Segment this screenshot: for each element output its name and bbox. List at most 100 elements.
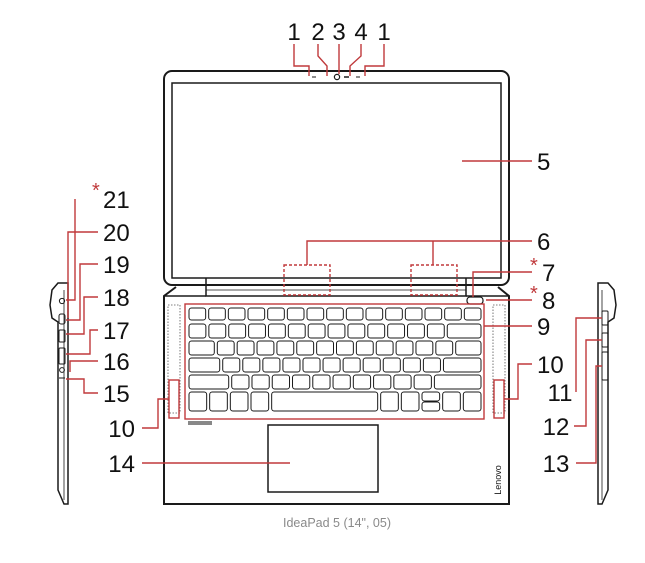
key: [222, 357, 241, 373]
callout-20: 20: [103, 220, 130, 247]
callout-9: 9: [537, 314, 550, 341]
callout-4: 4: [354, 19, 367, 46]
laptop-display: [163, 70, 510, 286]
key: [227, 307, 246, 321]
key: [267, 323, 286, 339]
callout-14: 14: [108, 451, 135, 478]
key: [421, 391, 441, 402]
key: [380, 391, 399, 412]
key: [387, 323, 406, 339]
key: [209, 391, 228, 412]
key: [271, 374, 291, 390]
key: [385, 307, 403, 321]
callout-12: 12: [543, 414, 570, 441]
key: [421, 401, 441, 412]
key: [332, 374, 351, 390]
key: [276, 340, 295, 356]
callout-6: 6: [537, 229, 550, 256]
key: [306, 307, 325, 321]
callout-10-left: 10: [108, 416, 135, 443]
key: [400, 391, 420, 412]
key: [373, 374, 392, 390]
key: [367, 323, 386, 339]
callout-17: 17: [103, 318, 130, 345]
key: [242, 357, 261, 373]
key: [188, 307, 207, 321]
key: [435, 340, 454, 356]
key: [462, 391, 482, 412]
callout-11: 11: [548, 380, 573, 407]
small-logo: [188, 421, 212, 425]
asterisk-7: *: [530, 255, 538, 277]
key: [442, 357, 482, 373]
key: [286, 307, 305, 321]
callout-21: 21: [103, 187, 130, 214]
key: [433, 374, 482, 390]
card-slot-13: [601, 351, 609, 381]
key: [307, 323, 326, 339]
key: [355, 340, 374, 356]
key: [375, 340, 394, 356]
callout-2: 2: [311, 19, 324, 46]
key: [382, 357, 401, 373]
key: [316, 340, 334, 356]
callout-16: 16: [103, 349, 130, 376]
key: [262, 357, 281, 373]
key: [336, 340, 354, 356]
hinge: [205, 278, 467, 297]
key: [188, 357, 221, 373]
key: [236, 340, 255, 356]
callout-18: 18: [103, 285, 130, 312]
key: [402, 357, 421, 373]
callout-8: 8: [542, 288, 555, 315]
key: [404, 307, 423, 321]
key: [250, 391, 270, 412]
key: [362, 357, 381, 373]
key: [267, 307, 285, 321]
key: [188, 391, 208, 412]
key: [229, 391, 249, 412]
key: [393, 374, 412, 390]
port-11: [601, 310, 609, 326]
key: [312, 374, 331, 390]
key: [256, 340, 275, 356]
power-button: [466, 296, 484, 305]
callout-15: 15: [103, 381, 130, 408]
key: [188, 340, 215, 356]
key: [365, 307, 384, 321]
key: [347, 323, 366, 339]
key: [292, 374, 311, 390]
callout-3: 3: [332, 19, 345, 46]
key: [208, 323, 227, 339]
callout-7: 7: [542, 260, 555, 287]
key: [442, 391, 461, 412]
key: [424, 307, 443, 321]
left-side-view: [49, 282, 69, 505]
key: [342, 357, 361, 373]
port-11b: [601, 332, 609, 348]
key: [327, 323, 346, 339]
key: [208, 307, 226, 321]
port-18: [58, 329, 66, 343]
key: [415, 340, 434, 356]
port-16: [59, 367, 65, 373]
asterisk-8: *: [530, 283, 538, 305]
callout-5: 5: [537, 149, 550, 176]
key: [352, 374, 372, 390]
callout-1-right: 1: [377, 19, 390, 46]
key: [231, 374, 250, 390]
keyboard: [188, 307, 482, 412]
camera-lens: [333, 73, 341, 81]
key: [345, 307, 364, 321]
key: [251, 374, 270, 390]
figure-caption: IdeaPad 5 (14", 05): [283, 516, 391, 530]
key: [216, 340, 235, 356]
key: [322, 357, 341, 373]
key: [296, 340, 315, 356]
leader-lines: [66, 44, 602, 464]
key: [326, 307, 344, 321]
asterisk-21: *: [92, 180, 100, 202]
port-19: [58, 313, 66, 325]
key: [455, 340, 482, 356]
